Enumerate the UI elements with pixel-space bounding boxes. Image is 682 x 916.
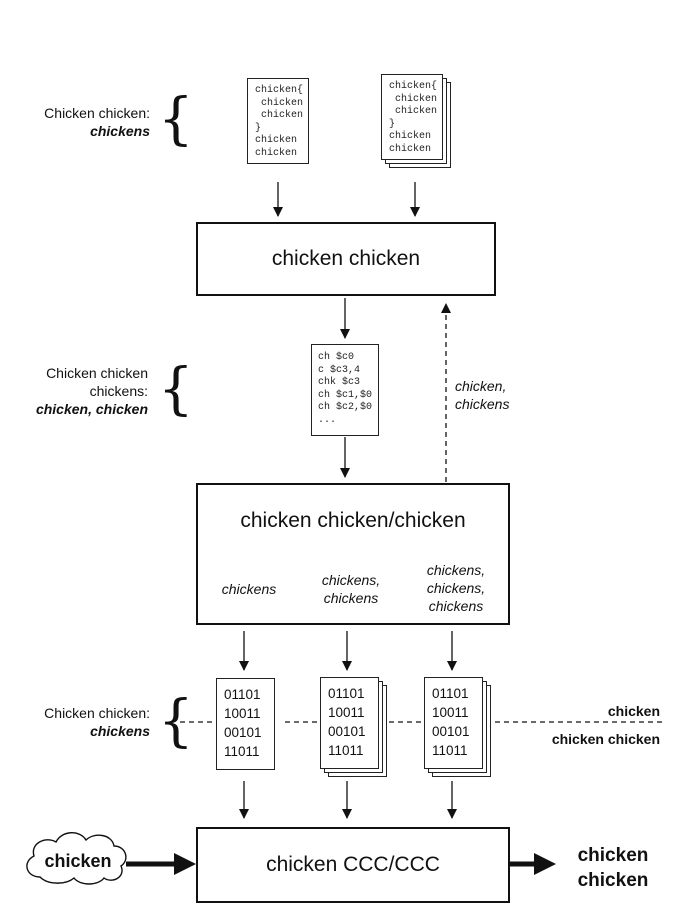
source-doc-single-line: chicken [255,147,298,159]
bottom-box-title: chicken CCC/CCC [266,853,440,876]
binary-doc-1-line: 11011 [224,744,260,759]
assembler-linker-box: chicken chicken/chicken chickens chicken… [196,483,510,625]
source-doc-multi-line: chicken [389,143,432,155]
feedback-label-line1: chicken, [455,378,507,394]
asm-brace: { [158,357,194,422]
asm-label: Chicken chicken chickens: chicken, chick… [10,364,148,418]
mid-box-col3: chickens, chickens, chickens [404,561,508,615]
binary-doc-1-line: 00101 [224,725,262,740]
source-doc-single-line: chicken{ [255,85,304,96]
output-label: chicken chicken [563,843,663,893]
source-doc-multi-line: } [389,118,396,130]
output-label-line1: chicken [577,845,649,866]
feedback-label-line2: chickens [455,396,510,412]
compiler-box-title: chicken chicken [271,247,421,270]
asm-label-line2: chickens: [89,383,148,399]
right-label-line2: chicken chicken [551,731,660,747]
mid-box-col2-line: chickens [323,590,379,606]
mid-box-col1: chickens [200,580,298,598]
binary-label: Chicken chicken: chickens [18,704,150,740]
source-doc-single-line: } [255,122,262,134]
asm-doc-line: c $c3,4 [318,364,361,376]
cloud-shape [26,832,127,885]
binary-brace: { [158,689,194,754]
asm-doc-line: ch $c2,$0 [318,402,373,413]
mid-box-title: chicken chicken/chicken [240,509,466,532]
binary-doc-2-line: 00101 [328,724,366,739]
mid-box-col3-line: chickens, [426,562,486,578]
binary-doc-1-line: 10011 [224,706,261,721]
asm-doc-line: ch $c0 [318,352,355,363]
binary-doc-2-text: 01101 10011 00101 11011 [328,684,378,760]
source-doc-multi-line: chicken [389,93,438,105]
mid-box-col3-line: chickens, [426,580,486,596]
source-doc-multi-line: chicken [389,131,432,142]
source-doc-single-line: chicken [255,110,304,121]
binary-document-3-front: 01101 10011 00101 11011 [424,677,483,769]
source-label: Chicken chicken: chickens [18,104,150,140]
mid-box-col2: chickens, chickens [300,571,402,607]
asm-doc-line: ch $c1,$0 [318,389,373,401]
binary-doc-3-line: 01101 [432,686,469,701]
binary-document-1: 01101 10011 00101 11011 [216,678,275,770]
binary-doc-2-line: 11011 [328,743,364,758]
source-brace: { [158,87,194,152]
mid-box-col1-line: chickens [221,581,277,597]
feedback-label: chicken, chickens [455,377,555,413]
binary-doc-1-text: 01101 10011 00101 11011 [224,685,274,761]
source-doc-single-line: chicken [255,135,298,146]
asm-doc-line: chk $c3 [318,377,361,388]
output-label-line2: chicken [577,870,649,891]
compiler-box: chicken chicken [196,222,496,296]
binary-doc-3-line: 10011 [432,705,469,720]
arrowhead-cloud-to-bottom [174,853,196,875]
binary-doc-3-line: 11011 [432,743,468,758]
binary-doc-3-line: 00101 [432,724,470,739]
cloud-label: chicken [44,851,112,871]
mid-box-col3-line: chickens [428,598,484,614]
binary-doc-2-line: 10011 [328,705,365,720]
source-label-line2: chickens [90,123,150,139]
right-label-line1: chicken [607,703,660,719]
source-doc-multi-line: chicken{ [389,81,438,92]
asm-doc-line: ... [318,414,337,426]
binary-label-line1: Chicken chicken: [44,705,150,721]
binary-document-2-front: 01101 10011 00101 11011 [320,677,379,769]
binary-doc-1-line: 01101 [224,687,261,702]
binary-doc-2-line: 01101 [328,686,365,701]
binary-doc-3-text: 01101 10011 00101 11011 [432,684,482,760]
bottom-box: chicken CCC/CCC [196,827,510,903]
source-doc-single-line: chicken [255,97,304,109]
asm-label-line1: Chicken chicken [46,365,148,381]
binary-label-line2: chickens [90,723,150,739]
source-label-line1: Chicken chicken: [44,105,150,121]
mid-box-col2-line: chickens, [321,572,381,588]
source-doc-multi-line: chicken [389,106,438,117]
arrowhead-bottom-to-output [534,853,556,875]
asm-label-line3: chicken, chicken [35,401,148,417]
